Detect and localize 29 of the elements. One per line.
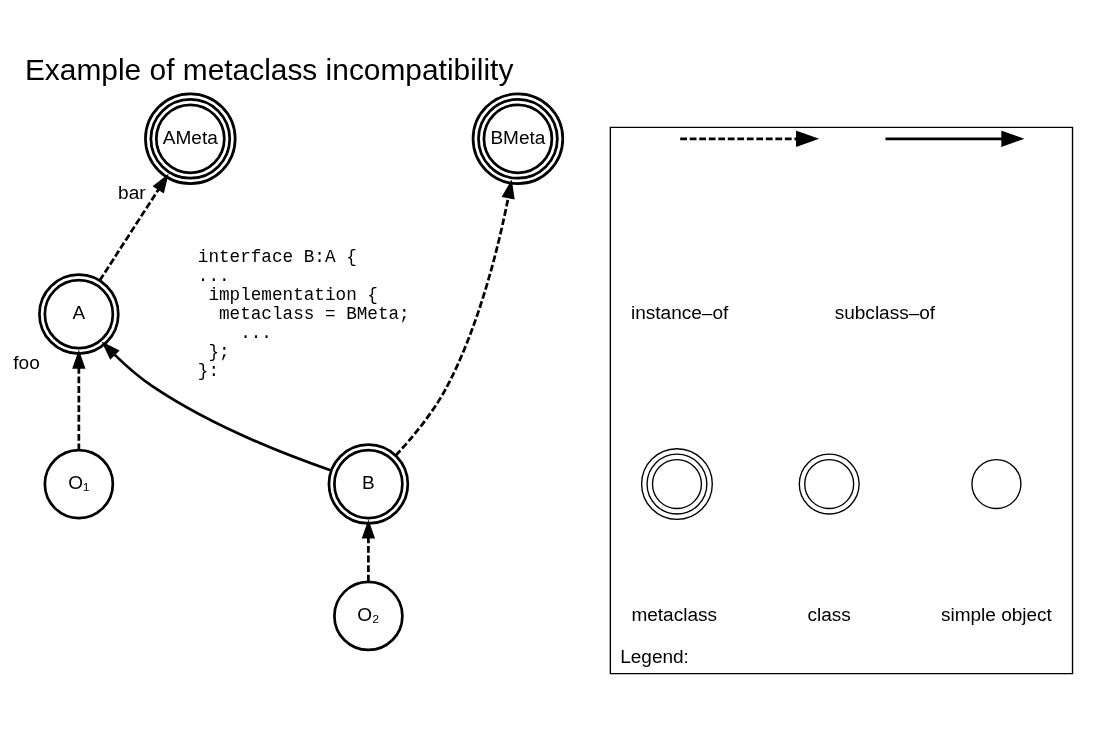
node-label: bar (118, 181, 146, 203)
label: ... (240, 322, 272, 343)
node-circle: A (38, 272, 120, 355)
label: metaclass = BMeta; (218, 303, 410, 324)
node-circle (640, 447, 713, 520)
diagram-title: Example of metaclass incompatibility (24, 52, 514, 86)
arrow (98, 173, 169, 281)
label: implementation { (208, 284, 378, 305)
legend-label: subclass–of (834, 301, 936, 323)
arrow (101, 341, 332, 472)
node-circle: AMeta (144, 92, 237, 185)
node-label: foo (13, 351, 40, 373)
node-circle (798, 453, 860, 515)
node-circle: B (327, 442, 410, 525)
label: }; (208, 341, 230, 362)
label: ... (197, 265, 230, 286)
label: }: (197, 360, 219, 381)
node-circle: O₂ (333, 580, 404, 651)
node-circle (971, 458, 1022, 509)
node-circle: O₁ (43, 448, 115, 519)
legend-label: class (807, 603, 851, 625)
arrow (361, 518, 376, 581)
node-circle: BMeta (471, 92, 565, 185)
legend-label: metaclass (631, 603, 718, 625)
arrow (394, 178, 515, 456)
arrow (72, 349, 86, 450)
legend-label: simple object (940, 603, 1052, 625)
legend-label: instance–of (631, 301, 729, 323)
label: interface B:A { (197, 246, 357, 267)
